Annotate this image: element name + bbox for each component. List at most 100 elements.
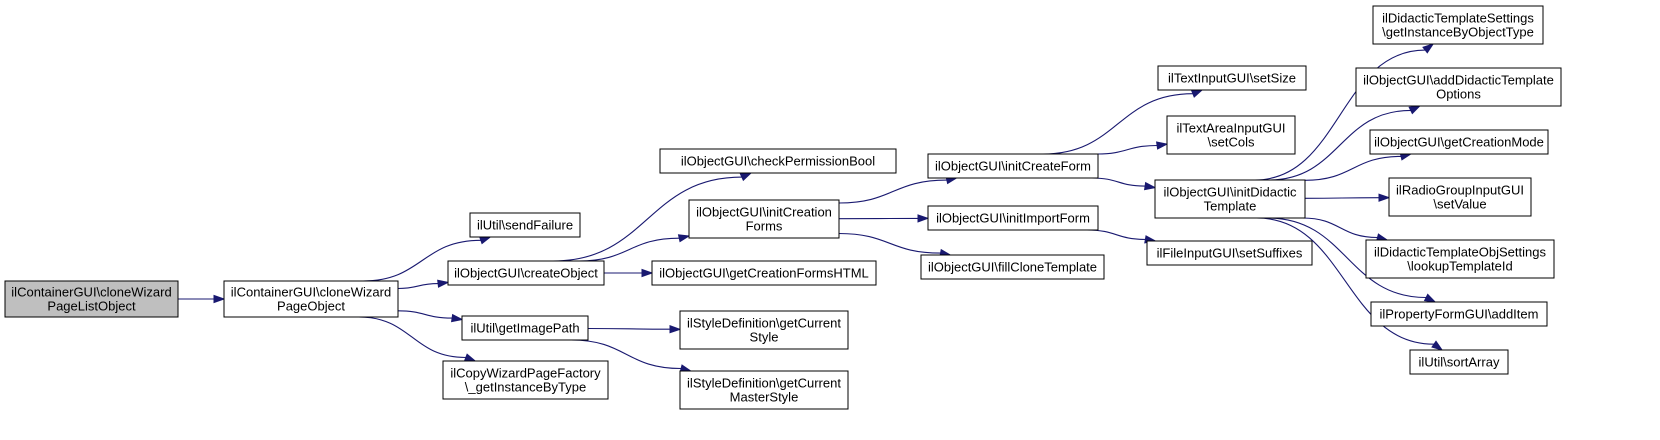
node-label-line: ilContainerGUI\cloneWizard bbox=[231, 285, 391, 300]
edge-line bbox=[1254, 49, 1426, 181]
node-n11[interactable]: ilObjectGUI\initCreateForm bbox=[927, 153, 1099, 179]
edge-n7-n11 bbox=[838, 176, 959, 204]
node-label-line: \setCols bbox=[1208, 135, 1255, 150]
edge-line bbox=[358, 316, 466, 359]
edge-line bbox=[1304, 155, 1402, 181]
edge-n3-n8 bbox=[604, 268, 654, 278]
node-n4[interactable]: ilUtil\getImagePath bbox=[461, 315, 589, 341]
arrowhead-icon bbox=[213, 294, 226, 304]
edge-n12-n17 bbox=[1087, 229, 1157, 244]
node-n17[interactable]: ilFileInputGUI\setSuffixes bbox=[1146, 240, 1313, 266]
node-n8[interactable]: ilObjectGUI\getCreationFormsHTML bbox=[651, 260, 877, 286]
node-box bbox=[927, 153, 1099, 179]
arrowhead-icon bbox=[1144, 181, 1157, 191]
arrowhead-icon bbox=[917, 214, 930, 223]
node-box bbox=[679, 370, 849, 410]
node-n2[interactable]: ilUtil\sendFailure bbox=[469, 212, 581, 238]
node-label-line: ilRadioGroupInputGUI bbox=[1396, 183, 1524, 198]
arrowhead-icon bbox=[1190, 89, 1204, 98]
edge-line bbox=[838, 232, 941, 254]
node-box bbox=[1154, 179, 1306, 219]
node-label-line: PageListObject bbox=[47, 299, 136, 314]
node-n23[interactable]: ilPropertyFormGUI\addItem bbox=[1370, 301, 1548, 327]
node-box bbox=[651, 260, 877, 286]
node-box bbox=[223, 280, 399, 318]
node-n20[interactable]: ilObjectGUI\getCreationMode bbox=[1369, 129, 1549, 155]
node-label-line: ilFileInputGUI\setSuffixes bbox=[1157, 246, 1303, 261]
node-label-line: ilObjectGUI\createObject bbox=[454, 266, 598, 281]
node-label-line: ilObjectGUI\initCreateForm bbox=[935, 159, 1091, 174]
node-label-line: \setValue bbox=[1433, 197, 1486, 212]
arrowhead-icon bbox=[463, 353, 477, 362]
node-n14[interactable]: ilTextInputGUI\setSize bbox=[1157, 65, 1307, 91]
arrowhead-icon bbox=[739, 172, 753, 182]
node-box bbox=[1146, 240, 1313, 266]
node-n6[interactable]: ilObjectGUI\checkPermissionBool bbox=[659, 148, 897, 174]
node-label-line: ilCopyWizardPageFactory bbox=[450, 366, 601, 381]
node-n3[interactable]: ilObjectGUI\createObject bbox=[447, 260, 605, 286]
edge-line bbox=[397, 310, 453, 319]
node-label-line: ilDidacticTemplateObjSettings bbox=[1374, 245, 1546, 260]
edge-line bbox=[587, 327, 671, 330]
node-box bbox=[1409, 349, 1509, 375]
node-label-line: ilTextInputGUI\setSize bbox=[1168, 71, 1296, 86]
node-box bbox=[1365, 239, 1555, 279]
node-label-line: ilObjectGUI\addDidacticTemplate bbox=[1363, 73, 1554, 88]
node-n15[interactable]: ilTextAreaInputGUI\setCols bbox=[1166, 115, 1296, 155]
node-box bbox=[1372, 5, 1544, 45]
edges-layer bbox=[178, 43, 1444, 373]
arrowhead-icon bbox=[478, 236, 492, 245]
node-label-line: ilObjectGUI\getCreationFormsHTML bbox=[659, 266, 869, 281]
node-label-line: ilPropertyFormGUI\addItem bbox=[1380, 307, 1539, 322]
edge-n1-n4 bbox=[397, 310, 464, 323]
node-label-line: \getInstanceByObjectType bbox=[1382, 25, 1534, 40]
arrowhead-icon bbox=[1423, 293, 1437, 303]
node-n24[interactable]: ilUtil\sortArray bbox=[1409, 349, 1509, 375]
node-label-line: ilContainerGUI\cloneWizard bbox=[11, 285, 171, 300]
edge-line bbox=[838, 179, 947, 204]
node-label-line: ilDidacticTemplateSettings bbox=[1382, 11, 1534, 26]
arrowhead-icon bbox=[1156, 141, 1169, 150]
node-n22[interactable]: ilDidacticTemplateObjSettings\lookupTemp… bbox=[1365, 239, 1555, 279]
edge-n0-n1 bbox=[178, 294, 226, 304]
node-n13[interactable]: ilObjectGUI\fillCloneTemplate bbox=[920, 254, 1105, 280]
edge-line bbox=[1304, 197, 1380, 199]
node-box bbox=[688, 199, 840, 239]
edge-line bbox=[1256, 217, 1435, 345]
edge-line bbox=[571, 339, 682, 370]
edge-n11-n16 bbox=[1091, 177, 1157, 191]
node-n5[interactable]: ilCopyWizardPageFactory\_getInstanceByTy… bbox=[442, 360, 609, 400]
arrowhead-icon bbox=[437, 279, 450, 288]
node-n12[interactable]: ilObjectGUI\initImportForm bbox=[927, 205, 1099, 231]
node-label-line: ilStyleDefinition\getCurrent bbox=[687, 316, 841, 331]
arrowhead-icon bbox=[669, 324, 682, 334]
node-box bbox=[1157, 65, 1307, 91]
edge-n16-n21 bbox=[1304, 193, 1391, 202]
edge-n16-n20 bbox=[1304, 152, 1413, 181]
node-box bbox=[461, 315, 589, 341]
arrowhead-icon bbox=[1422, 43, 1435, 54]
arrowhead-icon bbox=[641, 268, 654, 278]
node-label-line: ilObjectGUI\getCreationMode bbox=[1374, 135, 1544, 150]
edge-line bbox=[1097, 144, 1158, 155]
edge-n4-n9 bbox=[587, 324, 682, 334]
node-label-line: ilUtil\sortArray bbox=[1419, 355, 1500, 370]
node-label-line: Template bbox=[1204, 199, 1257, 214]
node-n21[interactable]: ilRadioGroupInputGUI\setValue bbox=[1388, 177, 1532, 217]
node-label-line: ilObjectGUI\initImportForm bbox=[936, 211, 1090, 226]
edge-n11-n15 bbox=[1097, 141, 1169, 155]
edge-line bbox=[1091, 177, 1146, 187]
node-box bbox=[1370, 301, 1548, 327]
node-n18[interactable]: ilDidacticTemplateSettings\getInstanceBy… bbox=[1372, 5, 1544, 45]
arrowhead-icon bbox=[1378, 193, 1391, 202]
node-label-line: Forms bbox=[746, 219, 783, 234]
edge-line bbox=[1302, 217, 1378, 239]
edge-n3-n7 bbox=[578, 234, 691, 262]
